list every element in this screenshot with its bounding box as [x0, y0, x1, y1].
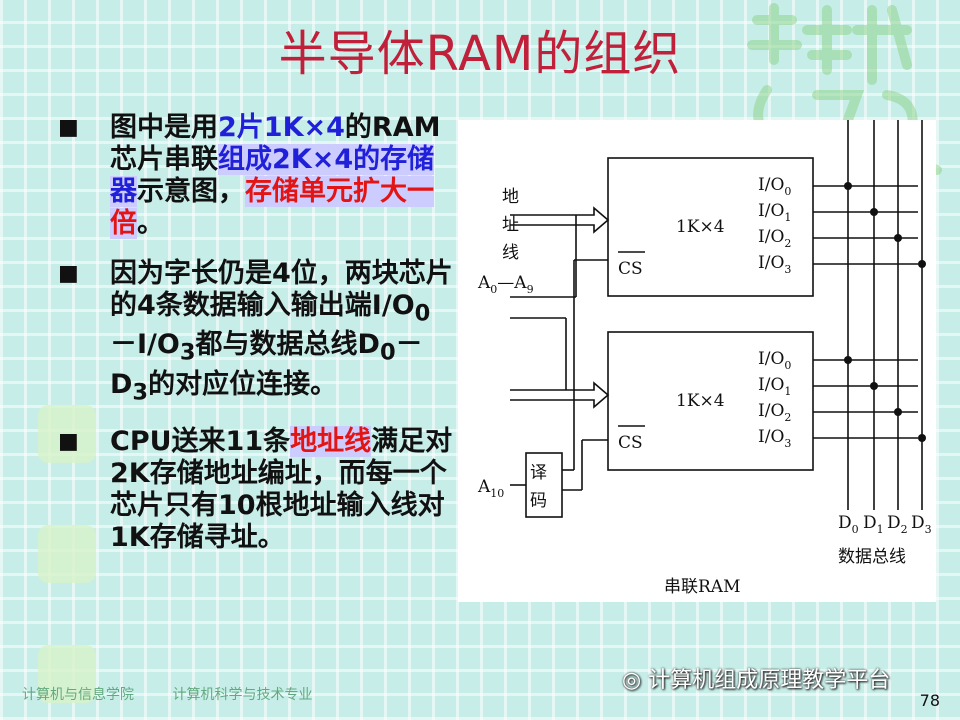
watermark-small: [38, 645, 96, 703]
chip2-label: 1K×4: [676, 391, 725, 411]
diagram-svg: 地 址 线 A0—A9 A10 译 码 1K×4 1K×4 CS CS I/O0…: [477, 120, 932, 597]
watermark-small: [38, 525, 96, 583]
data-line-d1: D1: [863, 513, 884, 536]
data-line-d2: D2: [887, 513, 908, 536]
slide-footer: 计算机与信息学院 计算机科学与技术专业: [22, 684, 346, 704]
bullet-list: ■ 图中是用2片1K×4的RAM芯片串联组成2K×4的存储器示意图，存储单元扩大…: [58, 112, 453, 572]
bullet-square-icon: ■: [58, 261, 79, 286]
slide-title: 半导体RAM的组织: [278, 26, 682, 82]
bullet-item-3: ■ CPU送来11条地址线满足对2K存储地址编址，而每一个芯片只有10根地址输入…: [58, 426, 453, 554]
footer-major: 计算机科学与技术专业: [172, 687, 313, 703]
data-line-d0: D0: [838, 513, 859, 536]
chip2-io1: I/O1: [758, 375, 791, 398]
bullet-item-2: ■ 因为字长仍是4位，两块芯片的4条数据输入输出端I/O0－I/O3都与数据总线…: [58, 258, 453, 406]
decoder-label-2: 码: [530, 491, 547, 511]
a10-label: A10: [477, 477, 504, 500]
chip2-cs: CS: [618, 433, 643, 453]
bullet-square-icon: ■: [58, 429, 79, 455]
bullet-item-1: ■ 图中是用2片1K×4的RAM芯片串联组成2K×4的存储器示意图，存储单元扩大…: [58, 112, 441, 239]
chip1-io3: I/O3: [758, 253, 791, 276]
footer-college: 计算机与信息学院: [22, 687, 134, 703]
addr-label-2: 址: [502, 215, 519, 235]
decoder-label-1: 译: [530, 463, 547, 483]
watermark-small: [38, 405, 96, 463]
chip2-io2: I/O2: [758, 401, 791, 424]
data-bus-label: 数据总线: [838, 547, 906, 567]
data-line-d3: D3: [911, 513, 932, 536]
addr-range-label: A0—A9: [477, 273, 534, 296]
bullet-square-icon: ■: [58, 115, 79, 140]
chip1-io0: I/O0: [758, 175, 791, 198]
page-number: 78: [919, 691, 940, 710]
wechat-watermark: ◎ 计算机组成原理教学平台: [622, 662, 890, 694]
circuit-diagram: 地 址 线 A0—A9 A10 译 码 1K×4 1K×4 CS CS I/O0…: [458, 120, 936, 602]
addr-label-3: 线: [502, 243, 519, 263]
chip1-io2: I/O2: [758, 227, 791, 250]
chip2-io0: I/O0: [758, 349, 791, 372]
addr-label-1: 地: [502, 187, 519, 207]
chip2-io3: I/O3: [758, 427, 791, 450]
chip1-io1: I/O1: [758, 201, 791, 224]
chip1-label: 1K×4: [676, 217, 725, 237]
wechat-source: 计算机组成原理教学平台: [648, 668, 891, 693]
diagram-caption: 串联RAM: [664, 577, 740, 597]
chip1-cs: CS: [618, 259, 643, 279]
wechat-icon: ◎: [622, 668, 642, 693]
